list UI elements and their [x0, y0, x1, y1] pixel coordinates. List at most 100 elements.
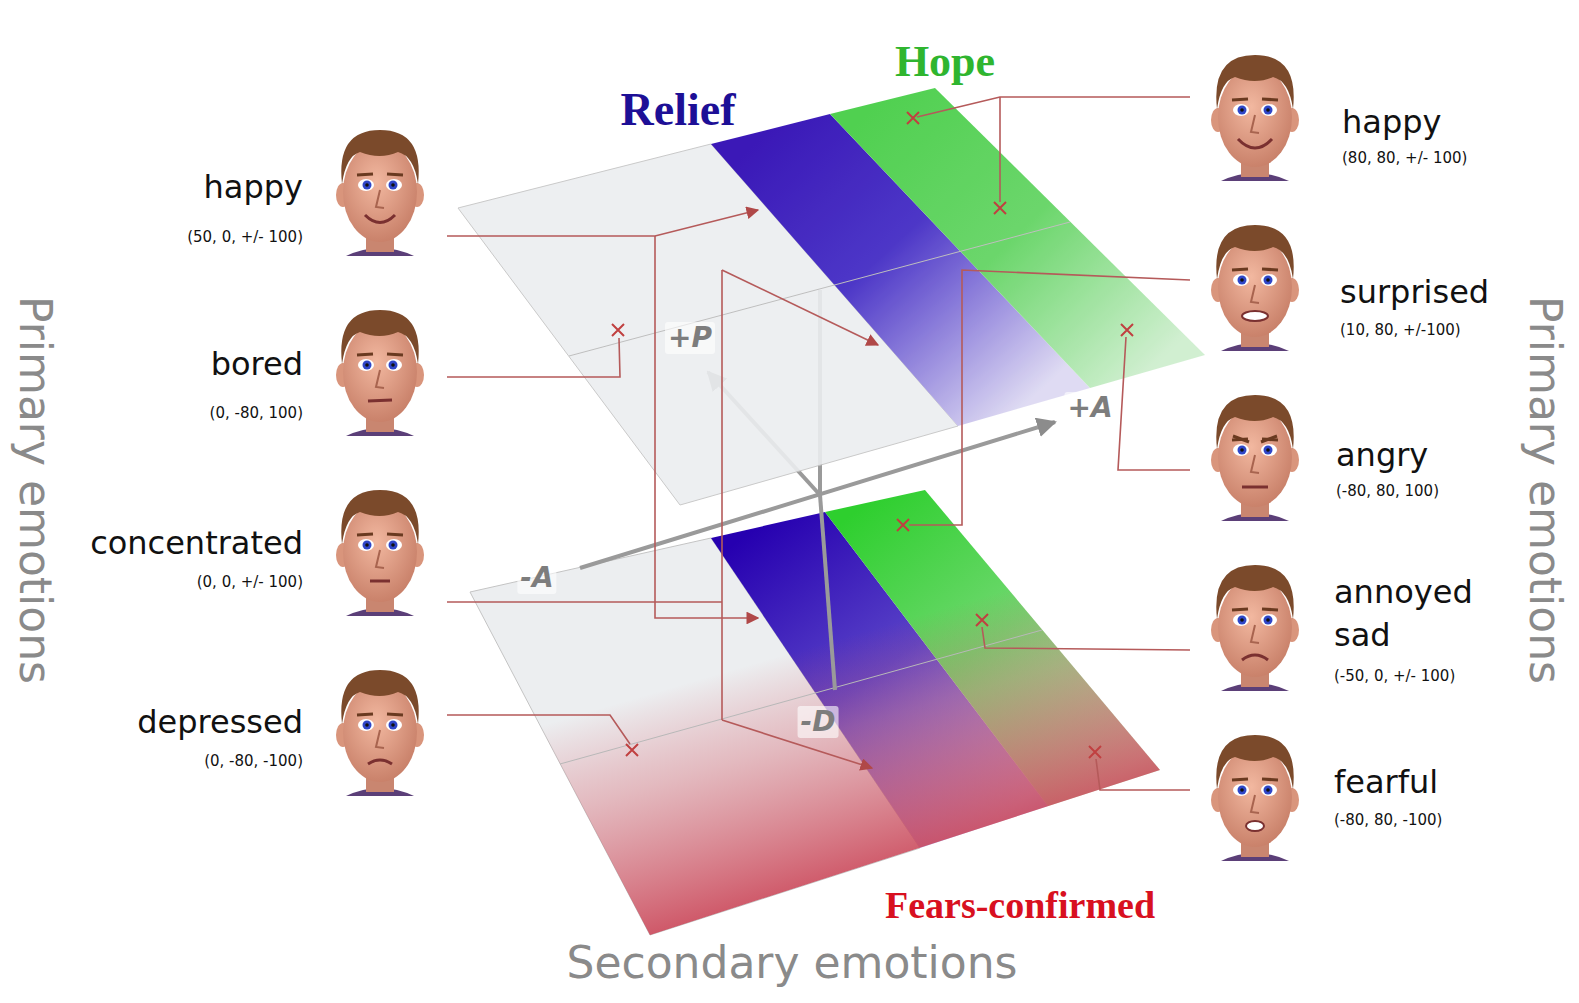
label-holder: Secondary emotions	[566, 938, 1017, 989]
bottom-title: Secondary emotions	[566, 938, 1017, 989]
label-holder: annoyed sad	[1334, 571, 1473, 657]
leader-line	[1118, 337, 1190, 470]
label-holder: (-80, 80, 100)	[1336, 482, 1439, 500]
emotion-name: fearful	[1334, 764, 1438, 801]
emotion-coordinates: (50, 0, +/- 100)	[187, 229, 303, 246]
x-mark	[897, 519, 909, 531]
head	[1211, 55, 1299, 181]
label-holder: concentrated	[90, 525, 303, 562]
leader-line	[655, 236, 758, 618]
head	[1211, 565, 1299, 691]
lower-plane	[470, 490, 1160, 935]
emotion-coordinates: (80, 80, +/- 100)	[1342, 150, 1467, 167]
leader-line	[1096, 759, 1190, 790]
leader-lines	[447, 97, 1190, 790]
x-mark	[976, 614, 988, 626]
leader-line	[999, 97, 1001, 202]
leader-line	[982, 627, 1190, 650]
x-mark	[1089, 746, 1101, 758]
plane-midline	[560, 630, 1042, 764]
leader-line	[917, 97, 1190, 117]
emotion-name: bored	[211, 346, 303, 383]
leader-line	[447, 338, 620, 377]
plane-midline	[569, 222, 1070, 356]
axis-line	[820, 495, 835, 690]
emotion-coordinates: (-80, 80, -100)	[1334, 812, 1442, 829]
mouth	[365, 215, 395, 223]
emotion-coordinates: (-80, 80, 100)	[1336, 483, 1439, 500]
axis-label: +P	[665, 322, 715, 354]
mouth	[1242, 311, 1268, 321]
band-heading: Fears-confirmed	[885, 884, 1155, 928]
eyebrow	[1233, 436, 1277, 442]
label-holder: (0, -80, -100)	[204, 752, 303, 770]
fears-band	[470, 490, 1160, 935]
label-holder: -D	[798, 706, 839, 738]
label-holder: happy	[204, 169, 303, 206]
label-holder: Primary emotions	[10, 296, 61, 684]
leader-line	[909, 270, 1190, 525]
face-concentrated	[336, 490, 424, 616]
label-holder: +P	[665, 322, 715, 354]
head	[336, 310, 424, 436]
face-bored	[336, 310, 424, 436]
mouth	[368, 760, 392, 764]
label-holder: bored	[211, 346, 303, 383]
x-marks	[612, 112, 1133, 758]
mouth	[1246, 821, 1264, 831]
label-holder: fearful	[1334, 764, 1438, 801]
side-title: Primary emotions	[1520, 296, 1571, 684]
label-holder: Primary emotions	[1520, 296, 1571, 684]
hope-band	[830, 88, 1205, 388]
head	[336, 670, 424, 796]
emotion-name: concentrated	[90, 525, 303, 562]
emotion-coordinates: (10, 80, +/-100)	[1340, 322, 1461, 339]
label-holder: angry	[1336, 437, 1428, 474]
mouth	[1238, 139, 1272, 148]
face-depressed	[336, 670, 424, 796]
label-holder: (50, 0, +/- 100)	[187, 228, 303, 246]
axis-label: +A	[1064, 392, 1115, 424]
x-mark	[612, 324, 624, 336]
leader-line	[447, 210, 758, 236]
face-sad	[1211, 565, 1299, 691]
head	[336, 130, 424, 256]
emotion-name: happy	[204, 169, 303, 206]
label-holder: (10, 80, +/-100)	[1340, 321, 1461, 339]
mouth	[368, 400, 392, 401]
label-holder: (0, -80, 100)	[210, 404, 303, 422]
emotion-coordinates: (0, 0, +/- 100)	[197, 574, 303, 591]
x-mark	[994, 202, 1006, 214]
axis-label: -D	[798, 706, 839, 738]
emotion-coordinates: (-50, 0, +/- 100)	[1334, 668, 1455, 685]
label-holder: Fears-confirmed	[885, 884, 1155, 928]
face-happy	[1211, 55, 1299, 181]
x-mark	[626, 744, 638, 756]
emotion-coordinates: (0, -80, -100)	[204, 753, 303, 770]
head	[1211, 735, 1299, 861]
leader-line	[722, 270, 878, 345]
head	[1211, 395, 1299, 521]
band-heading: Hope	[895, 37, 995, 88]
face-surprised	[1211, 225, 1299, 351]
head	[1211, 225, 1299, 351]
emotion-name: surprised	[1340, 274, 1489, 311]
label-holder: surprised	[1340, 274, 1489, 311]
axis-label: -A	[517, 562, 556, 594]
label-holder: -A	[517, 562, 556, 594]
band-heading: Relief	[621, 84, 736, 137]
x-mark	[907, 112, 919, 124]
mouth	[370, 580, 390, 583]
leader-line	[447, 601, 722, 603]
upper-plane	[458, 88, 1205, 505]
face-happy	[336, 130, 424, 256]
label-holder: depressed	[137, 704, 303, 741]
side-title: Primary emotions	[10, 296, 61, 684]
leader-line	[447, 715, 630, 744]
label-holder: Relief	[621, 84, 736, 137]
face-fearful	[1211, 735, 1299, 861]
label-holder: Hope	[895, 37, 995, 88]
label-holder: (0, 0, +/- 100)	[197, 573, 303, 591]
